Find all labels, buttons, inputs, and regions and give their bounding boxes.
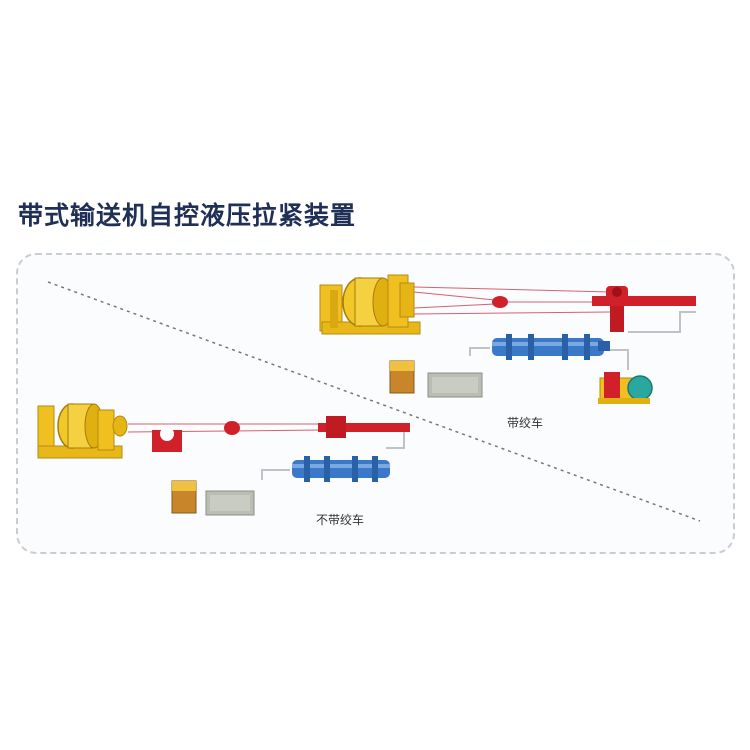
lower-hydraulic-cylinder [292,456,390,482]
label-without-winch: 不带绞车 [316,513,365,527]
lower-tension-carriage [318,416,410,438]
lower-pump-station [171,480,197,514]
winch-unit [598,372,653,404]
upper-hydraulic-cylinder [492,334,610,360]
upper-pump-station [389,360,415,394]
upper-ropes [413,286,611,315]
lower-control-box [205,490,255,516]
label-with-winch: 带绞车 [507,416,544,430]
upper-tension-carriage [592,286,696,332]
lower-drive-unit [37,403,128,459]
upper-control-box [427,372,483,398]
upper-tension-pulley [492,296,508,308]
lower-tension-pulley [224,421,240,435]
lower-return-pulley [152,427,182,452]
page-title: 带式输送机自控液压拉紧装置 [18,201,357,230]
lower-hydraulic-lines [261,432,405,480]
upper-drive-unit [319,274,421,335]
